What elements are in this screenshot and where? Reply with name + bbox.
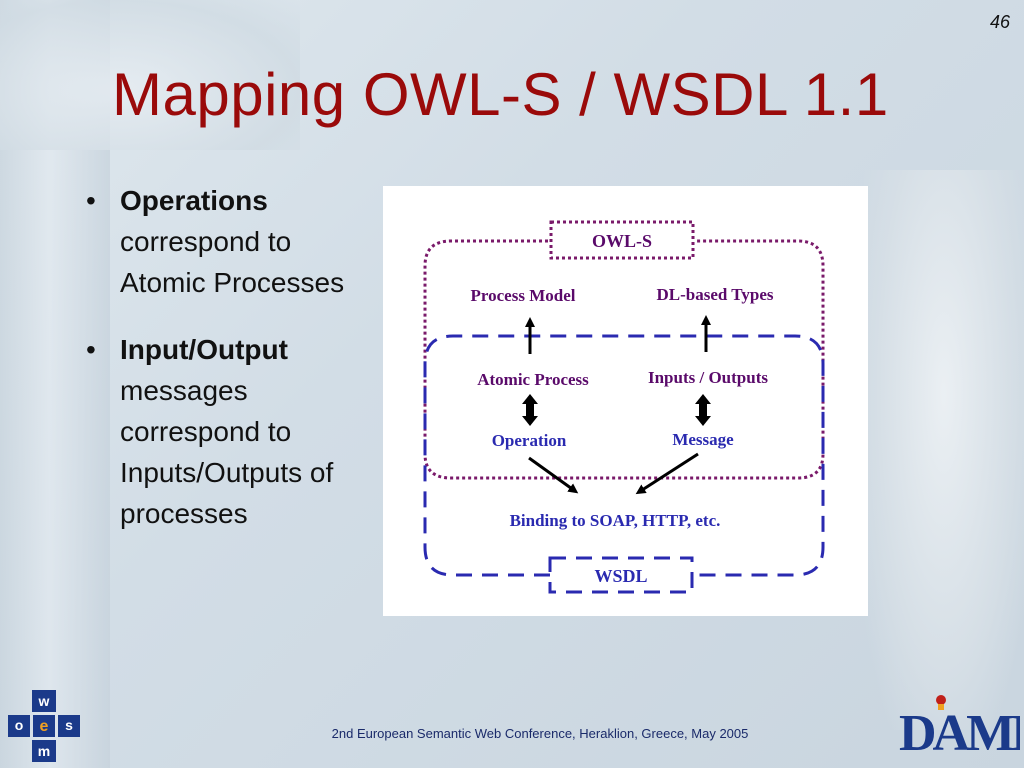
footer-text: 2nd European Semantic Web Conference, He… — [331, 726, 749, 741]
mapping-diagram-svg: OWL-S WSDL Process Model DL-based Types … — [423, 220, 825, 594]
wsdl-label: WSDL — [594, 566, 647, 586]
process-model-label: Process Model — [471, 286, 576, 305]
owls-label-box — [549, 220, 695, 260]
arrow-message-to-binding — [635, 452, 699, 495]
message-label: Message — [672, 430, 734, 449]
arrow-operation-to-binding — [528, 456, 579, 494]
woesm-logo: w o e s m — [8, 690, 80, 762]
logo-letter: m — [38, 743, 50, 759]
bullet-item-operations: • Operations correspond to Atomic Proces… — [80, 180, 370, 303]
double-arrow-io-message — [695, 394, 711, 426]
owls-container-outline — [423, 239, 825, 480]
dl-types-label: DL-based Types — [657, 285, 774, 304]
inputs-outputs-label: Inputs / Outputs — [648, 368, 768, 387]
background-statue — [864, 170, 1024, 730]
bullet-text: messages correspond to Inputs/Outputs of… — [120, 375, 334, 529]
mapping-diagram: OWL-S WSDL Process Model DL-based Types … — [383, 186, 868, 616]
binding-label: Binding to SOAP, HTTP, etc. — [510, 511, 721, 530]
bullet-dot: • — [86, 185, 96, 216]
logo-letter: e — [40, 718, 49, 735]
background-column-capital — [0, 0, 300, 150]
daml-logo: DAML — [899, 695, 1020, 760]
wsdl-label-box — [548, 556, 694, 594]
bullet-list: • Operations correspond to Atomic Proces… — [80, 180, 370, 560]
bullet-text: correspond to Atomic Processes — [120, 226, 345, 298]
slide-title: Mapping OWL-S / WSDL 1.1 — [112, 61, 889, 128]
bullet-item-input-output: • Input/Output messages correspond to In… — [80, 329, 370, 534]
bullet-heading: Input/Output — [120, 334, 288, 365]
logo-letter: w — [38, 693, 50, 709]
logo-letter: s — [65, 717, 73, 733]
owls-label: OWL-S — [592, 231, 652, 251]
page-number: 46 — [989, 12, 1010, 32]
daml-logo-text: DAML — [899, 705, 1020, 760]
bullet-heading: Operations — [120, 185, 268, 216]
atomic-process-label: Atomic Process — [477, 370, 589, 389]
double-arrow-atomic-operation — [522, 394, 538, 426]
logo-letter: o — [15, 717, 24, 733]
operation-label: Operation — [492, 431, 567, 450]
bullet-dot: • — [86, 334, 96, 365]
